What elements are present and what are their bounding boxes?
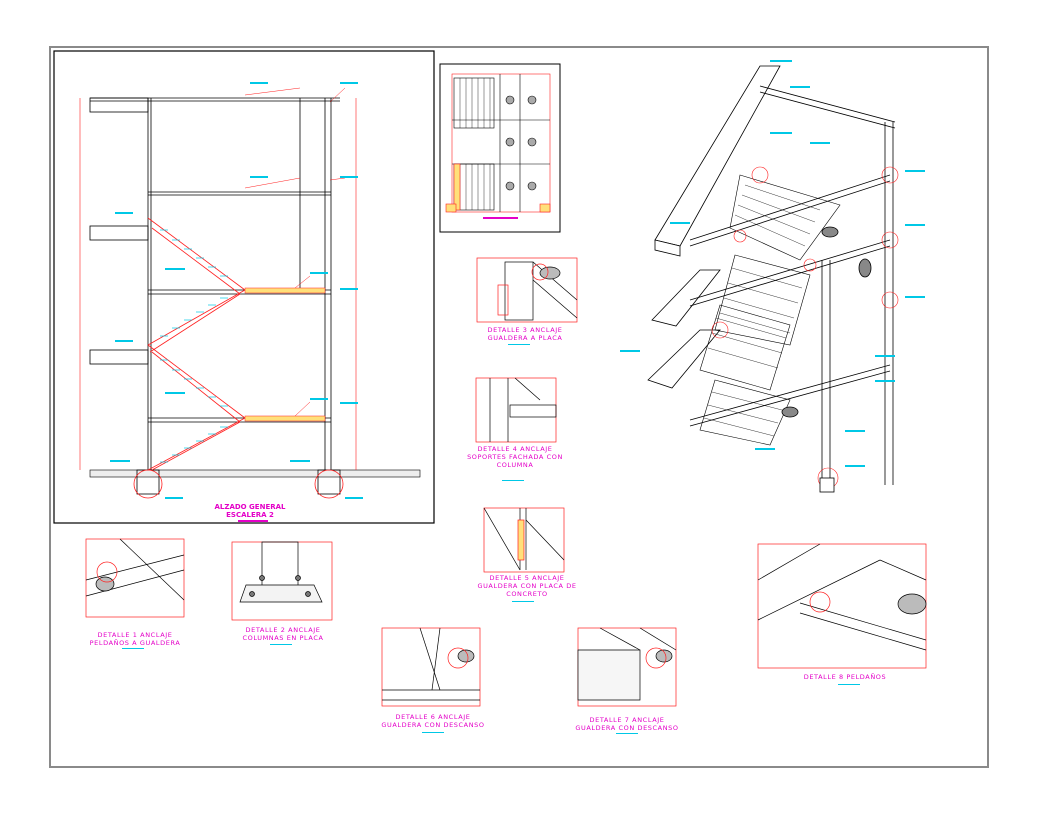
detail-3-scale: [508, 344, 530, 345]
drawing-sheet: [49, 46, 989, 768]
detail-1-drawing: [85, 538, 185, 618]
detail-1-scale: [122, 648, 144, 649]
main-title-scale: [238, 520, 268, 522]
detail-3-drawing: [476, 257, 578, 323]
detail-7-label: DETALLE 7 ANCLAJE GUALDERA CON DESCANSO: [575, 716, 679, 732]
detail-1-label: DETALLE 1 ANCLAJE PELDAÑOS A GUALDERA: [89, 631, 181, 647]
detail-5-drawing: [483, 507, 565, 573]
detail-6-drawing: [381, 627, 481, 707]
main-title: ALZADO GENERAL ESCALERA 2: [214, 503, 286, 519]
detail-5-scale: [512, 601, 534, 602]
detail-3-label: DETALLE 3 ANCLAJE GUALDERA A PLACA: [487, 326, 563, 342]
detail-6-scale: [422, 732, 444, 733]
floor-plan: [439, 63, 561, 233]
detail-4-drawing: [475, 377, 557, 443]
detail-4-scale: [502, 480, 524, 481]
detail-4-label: DETALLE 4 ANCLAJE SOPORTES FACHADA CON C…: [467, 445, 563, 469]
general-elevation: [53, 50, 435, 524]
detail-2-scale: [270, 644, 292, 645]
detail-6-label: DETALLE 6 ANCLAJE GUALDERA CON DESCANSO: [381, 713, 485, 729]
detail-8-drawing: [757, 543, 927, 669]
detail-2-label: DETALLE 2 ANCLAJE COLUMNAS EN PLACA: [242, 626, 324, 642]
detail-2-drawing: [231, 541, 333, 621]
detail-8-label: DETALLE 8 PELDAÑOS: [803, 673, 887, 681]
detail-7-drawing: [577, 627, 677, 707]
detail-5-label: DETALLE 5 ANCLAJE GUALDERA CON PLACA DE …: [477, 574, 577, 598]
isometric-view: [620, 60, 925, 493]
detail-7-scale: [616, 733, 638, 734]
detail-8-scale: [838, 684, 860, 685]
